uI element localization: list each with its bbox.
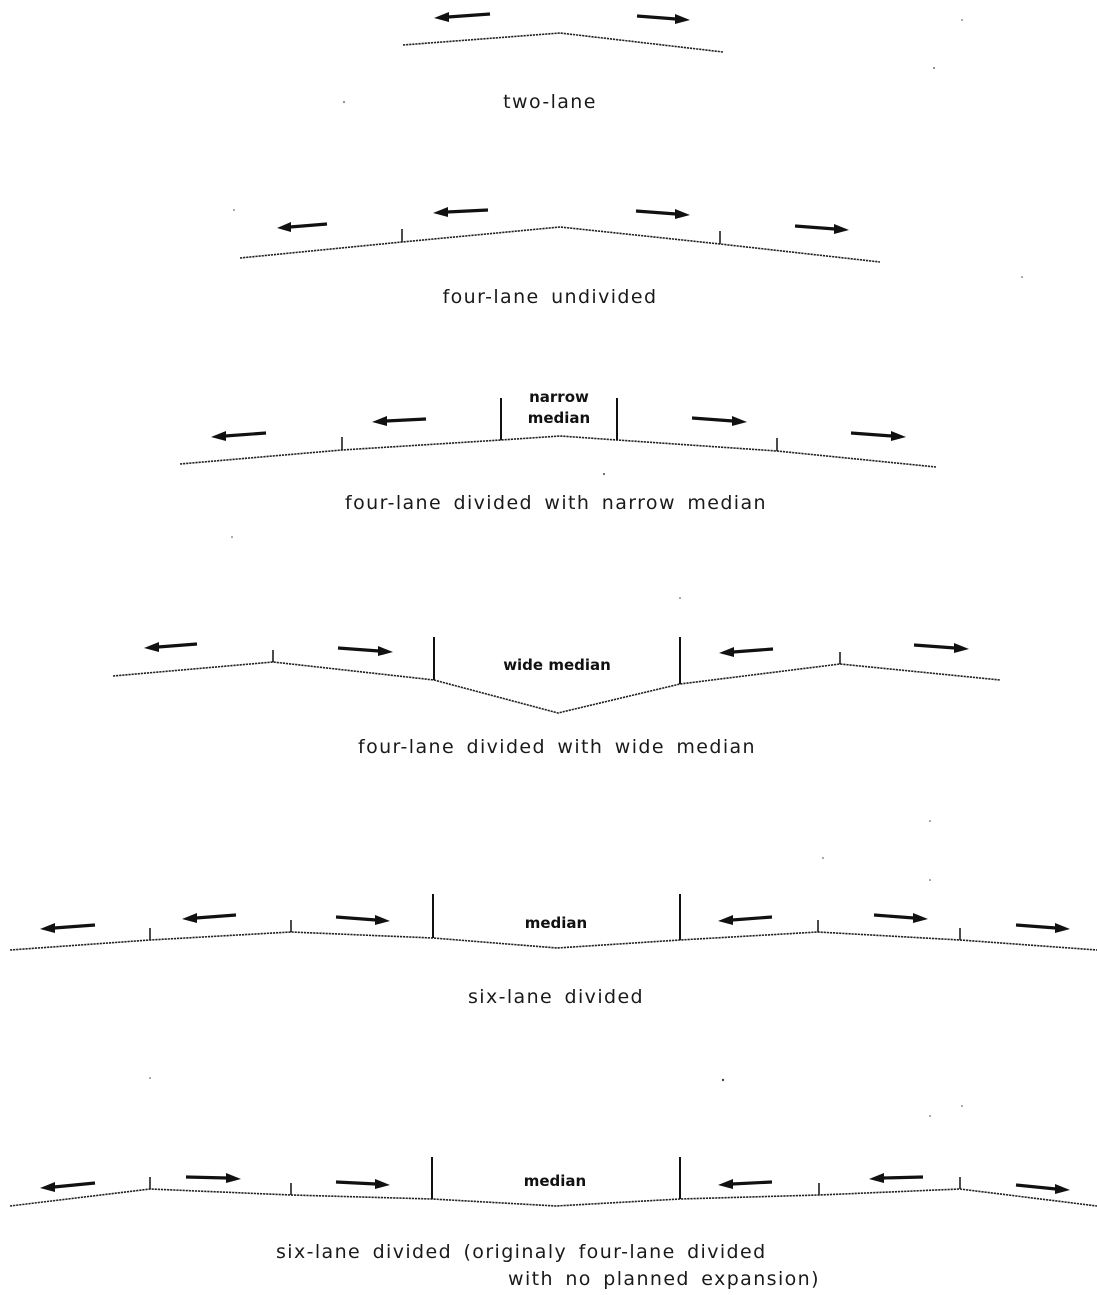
left-travel-arrow-head bbox=[718, 915, 733, 925]
left-travel-arrow bbox=[224, 431, 267, 438]
caption-line: four-lane undivided bbox=[443, 286, 658, 308]
right-travel-arrow bbox=[850, 431, 893, 438]
section-six-lane-divided-expanded: median six-lane divided (originaly four-… bbox=[9, 1157, 1097, 1290]
left-travel-arrow bbox=[447, 12, 491, 19]
left-travel-arrow-head bbox=[434, 12, 449, 22]
right-travel-arrow-head bbox=[913, 913, 928, 923]
left-travel-arrow bbox=[53, 1181, 96, 1189]
caption-line: two-lane bbox=[503, 91, 597, 113]
right-travel-arrow bbox=[913, 643, 956, 650]
left-travel-arrow-head bbox=[869, 1173, 884, 1183]
right-travel-arrow bbox=[1015, 1183, 1057, 1191]
left-travel-arrow bbox=[385, 417, 427, 423]
road-profile bbox=[402, 32, 724, 53]
right-travel-arrow-head bbox=[1055, 923, 1070, 933]
left-travel-arrow bbox=[53, 923, 96, 930]
right-travel-arrow bbox=[636, 14, 677, 21]
road-profile bbox=[9, 931, 1097, 951]
right-travel-arrow-head bbox=[732, 416, 747, 426]
left-travel-arrow bbox=[195, 913, 237, 920]
median-label: median bbox=[524, 1172, 586, 1190]
caption-line: with no planned expansion) bbox=[508, 1268, 820, 1290]
left-travel-arrow-head bbox=[182, 913, 197, 923]
section-four-lane-wide-median: wide median four-lane divided with wide … bbox=[112, 637, 1001, 758]
section-six-lane-divided: median six-lane divided bbox=[9, 894, 1097, 1008]
left-travel-arrow-head bbox=[433, 207, 448, 217]
right-travel-arrow-head bbox=[675, 14, 690, 24]
right-travel-arrow bbox=[335, 915, 377, 922]
right-travel-arrow bbox=[337, 646, 380, 653]
right-travel-arrow-head bbox=[226, 1173, 241, 1183]
left-travel-arrow bbox=[882, 1175, 924, 1180]
median-label: median bbox=[525, 914, 587, 932]
right-travel-arrow-head bbox=[1055, 1184, 1070, 1194]
left-travel-arrow-head bbox=[40, 1182, 55, 1192]
left-travel-arrow-head bbox=[718, 1179, 733, 1189]
right-travel-arrow-head bbox=[375, 1179, 390, 1189]
left-travel-arrow bbox=[731, 915, 773, 922]
caption-line: six-lane divided (originaly four-lane di… bbox=[276, 1241, 767, 1263]
median-label: wide median bbox=[503, 656, 611, 674]
right-travel-arrow bbox=[335, 1180, 377, 1186]
left-travel-arrow-head bbox=[144, 642, 159, 652]
right-travel-arrow-head bbox=[378, 646, 393, 656]
right-travel-arrow bbox=[635, 209, 677, 216]
left-travel-arrow-head bbox=[719, 647, 734, 657]
road-profile bbox=[112, 661, 1001, 714]
median-label-line-2: median bbox=[528, 409, 590, 427]
caption-line: four-lane divided with wide median bbox=[358, 736, 756, 758]
left-travel-arrow bbox=[732, 647, 774, 654]
left-travel-arrow-head bbox=[277, 222, 291, 232]
road-profile bbox=[179, 435, 937, 468]
left-travel-arrow bbox=[289, 222, 328, 229]
right-travel-arrow-head bbox=[834, 224, 849, 234]
road-profile bbox=[239, 226, 881, 263]
median-label-line-1: narrow bbox=[529, 388, 589, 406]
left-travel-arrow-head bbox=[211, 431, 226, 441]
right-travel-arrow bbox=[185, 1175, 228, 1180]
caption-line: four-lane divided with narrow median bbox=[345, 492, 767, 514]
section-four-lane-narrow-median: narrow median four-lane divided with nar… bbox=[179, 388, 937, 514]
section-four-lane-undivided: four-lane undivided bbox=[239, 207, 881, 308]
left-travel-arrow-head bbox=[40, 923, 55, 933]
left-travel-arrow bbox=[157, 642, 198, 649]
right-travel-arrow bbox=[1015, 923, 1057, 930]
right-travel-arrow bbox=[873, 913, 915, 920]
right-travel-arrow-head bbox=[375, 915, 390, 925]
left-travel-arrow bbox=[731, 1180, 773, 1186]
left-travel-arrow-head bbox=[372, 416, 387, 426]
caption-line: six-lane divided bbox=[468, 986, 644, 1008]
right-travel-arrow bbox=[794, 224, 836, 231]
left-travel-arrow bbox=[446, 208, 489, 214]
right-travel-arrow bbox=[691, 416, 734, 423]
scan-specks bbox=[149, 19, 1023, 1117]
right-travel-arrow-head bbox=[891, 431, 906, 441]
road-profile bbox=[9, 1188, 1097, 1207]
right-travel-arrow-head bbox=[675, 209, 690, 219]
right-travel-arrow-head bbox=[954, 643, 969, 653]
section-two-lane: two-lane bbox=[402, 12, 724, 113]
